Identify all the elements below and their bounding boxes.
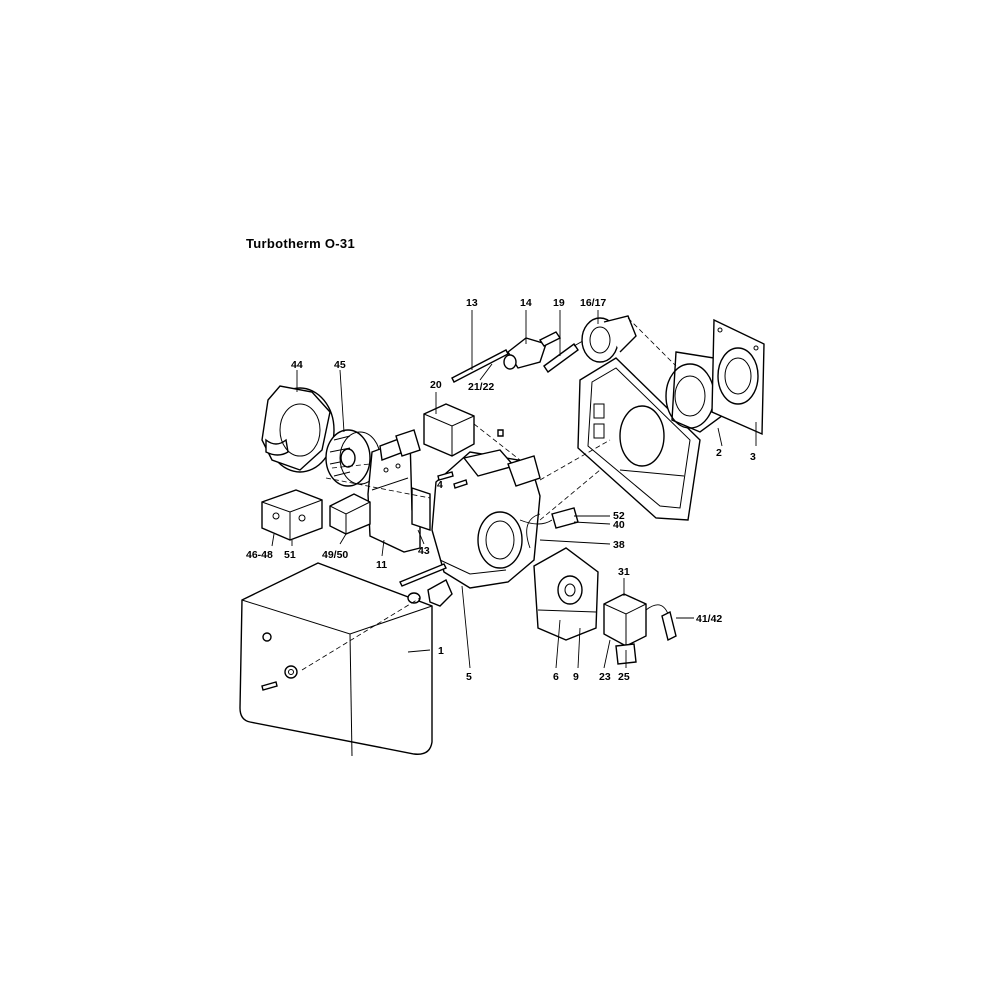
label-52: 52 — [613, 510, 625, 522]
label-2: 2 — [716, 447, 722, 459]
part-burner-housing — [431, 449, 541, 589]
label-21-22: 21/22 — [468, 381, 494, 393]
label-20: 20 — [430, 379, 442, 391]
label-1: 1 — [438, 645, 444, 657]
part-cable-end — [661, 610, 677, 642]
label-46-48: 46-48 — [246, 549, 273, 561]
part-electrode-rod — [451, 349, 509, 383]
part-air-intake-housing — [261, 385, 335, 473]
label-13: 13 — [466, 297, 478, 309]
label-44: 44 — [291, 359, 303, 371]
alignment-lines — [301, 317, 677, 671]
part-ignition-transformer — [395, 403, 475, 457]
label-38: 38 — [613, 539, 625, 551]
part-motor — [526, 513, 599, 641]
part-mounting-bracket — [367, 433, 431, 553]
label-45: 45 — [334, 359, 346, 371]
label-16-17: 16/17 — [580, 297, 606, 309]
diagram-title: Turbotherm O-31 — [246, 236, 355, 251]
part-flame-baffle — [581, 315, 637, 363]
label-6: 6 — [553, 671, 559, 683]
label-51: 51 — [284, 549, 296, 561]
part-fan-wheel — [325, 429, 381, 487]
label-23: 23 — [599, 671, 611, 683]
label-9: 9 — [573, 671, 579, 683]
label-41-42: 41/42 — [696, 613, 722, 625]
label-43: 43 — [418, 545, 430, 557]
part-rods-and-screws — [399, 429, 504, 587]
label-49-50: 49/50 — [322, 549, 348, 561]
label-11: 11 — [376, 559, 387, 571]
part-flange-ring — [665, 351, 731, 433]
label-3: 3 — [750, 451, 756, 463]
part-boiler-flange — [711, 318, 765, 436]
leader-lines — [271, 310, 757, 669]
part-nozzle-fittings — [407, 579, 453, 607]
part-relay-module — [329, 493, 371, 535]
label-19: 19 — [553, 297, 565, 309]
label-31: 31 — [618, 566, 630, 578]
label-14: 14 — [520, 297, 532, 309]
label-40: 40 — [613, 519, 625, 531]
label-25: 25 — [618, 671, 630, 683]
callout-labels: 13 14 19 16/17 44 45 20 21/22 4 2 3 52 4… — [246, 297, 756, 683]
part-mounting-plate — [577, 357, 701, 521]
part-cover-hood — [239, 562, 433, 757]
label-4: 4 — [437, 479, 443, 491]
label-5: 5 — [466, 671, 472, 683]
part-control-box — [261, 489, 323, 541]
part-solenoid-valve — [603, 593, 671, 665]
